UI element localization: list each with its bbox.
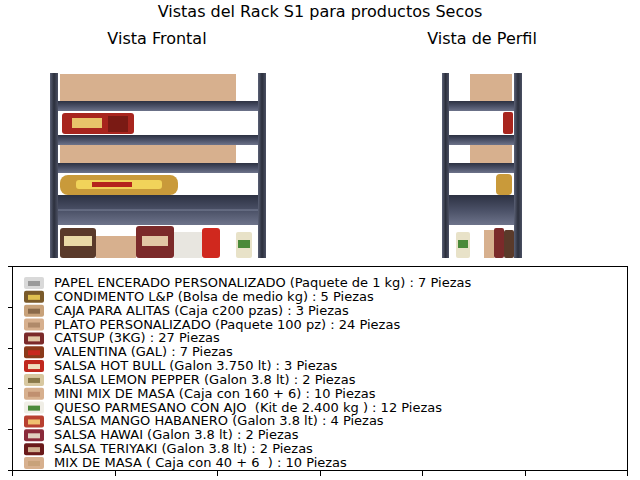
product-icon xyxy=(24,443,44,455)
view-title: Vista Frontal xyxy=(107,29,206,48)
product-icon xyxy=(24,374,44,386)
legend-entry: QUESO PARMESANO CON AJO (Kit de 2.400 kg… xyxy=(54,401,442,415)
product xyxy=(136,226,174,258)
legend-icons xyxy=(24,277,44,469)
box xyxy=(470,145,512,163)
product-icon xyxy=(24,457,44,469)
product xyxy=(202,228,220,258)
legend-entry: CONDIMENTO L&P (Bolsa de medio kg) : 5 P… xyxy=(54,290,374,304)
legend-entry: PLATO PERSONALIZADO (Paquete 100 pz) : 2… xyxy=(54,318,400,332)
product-icon xyxy=(24,402,44,414)
front-rack xyxy=(50,73,266,258)
legend-entry: SALSA HOT BULL (Galon 3.750 lt) : 3 Piez… xyxy=(54,359,337,373)
product-icon xyxy=(24,291,44,303)
shelf xyxy=(58,163,258,173)
product xyxy=(494,228,504,258)
shelf xyxy=(58,135,258,145)
legend-entry: CAJA PARA ALITAS (Caja c200 pzas) : 3 Pi… xyxy=(54,304,349,318)
post xyxy=(50,73,58,258)
shelf xyxy=(58,195,258,225)
product-icon xyxy=(24,429,44,441)
product xyxy=(60,175,178,195)
shelf xyxy=(449,135,514,145)
product-icon xyxy=(24,415,44,427)
view-title: Vista de Perfil xyxy=(427,29,537,48)
product-icon xyxy=(24,319,44,331)
product xyxy=(236,232,252,258)
shelf xyxy=(449,163,514,173)
product xyxy=(503,112,513,134)
product-icon xyxy=(24,277,44,289)
legend-entry: SALSA LEMON PEPPER (Galon 3.8 lt) : 2 Pi… xyxy=(54,373,355,387)
product-icon xyxy=(24,360,44,372)
product xyxy=(484,230,494,258)
legend-entry: MIX DE MASA ( Caja con 40 + 6 ) : 10 Pie… xyxy=(54,456,347,470)
box xyxy=(60,145,236,163)
legend-entry: CATSUP (3KG) : 27 Piezas xyxy=(54,331,220,345)
product-icon xyxy=(24,388,44,400)
product xyxy=(60,228,96,258)
legend-entry: MINI MIX DE MASA (Caja con 160 + 6) : 10… xyxy=(54,387,375,401)
shelf xyxy=(449,101,514,111)
post xyxy=(514,73,522,258)
product-icon xyxy=(24,305,44,317)
product xyxy=(504,230,514,258)
box xyxy=(60,74,236,101)
legend-entry: PAPEL ENCERADO PERSONALIZADO (Paquete de… xyxy=(54,276,471,290)
legend-entry: SALSA TERIYAKI (Galon 3.8 lt) : 2 Piezas xyxy=(54,442,313,456)
shelf xyxy=(449,195,514,225)
legend-frame xyxy=(8,267,628,477)
post xyxy=(258,73,266,258)
product xyxy=(174,232,202,258)
figure-title: Vistas del Rack S1 para productos Secos xyxy=(158,2,483,21)
product-icon xyxy=(24,346,44,358)
product xyxy=(496,174,512,195)
shelf xyxy=(58,101,258,111)
product xyxy=(62,113,134,134)
box xyxy=(470,74,512,101)
legend-entry: SALSA HAWAI (Galon 3.8 lt) : 2 Piezas xyxy=(54,428,299,442)
product xyxy=(456,232,470,258)
product-icon xyxy=(24,332,44,344)
legend-entry: SALSA MANGO HABANERO (Galon 3.8 lt) : 4 … xyxy=(54,414,384,428)
profile-rack xyxy=(442,73,522,258)
product xyxy=(96,236,136,258)
post xyxy=(442,73,449,258)
legend-entry: VALENTINA (GAL) : 7 Piezas xyxy=(54,345,233,359)
